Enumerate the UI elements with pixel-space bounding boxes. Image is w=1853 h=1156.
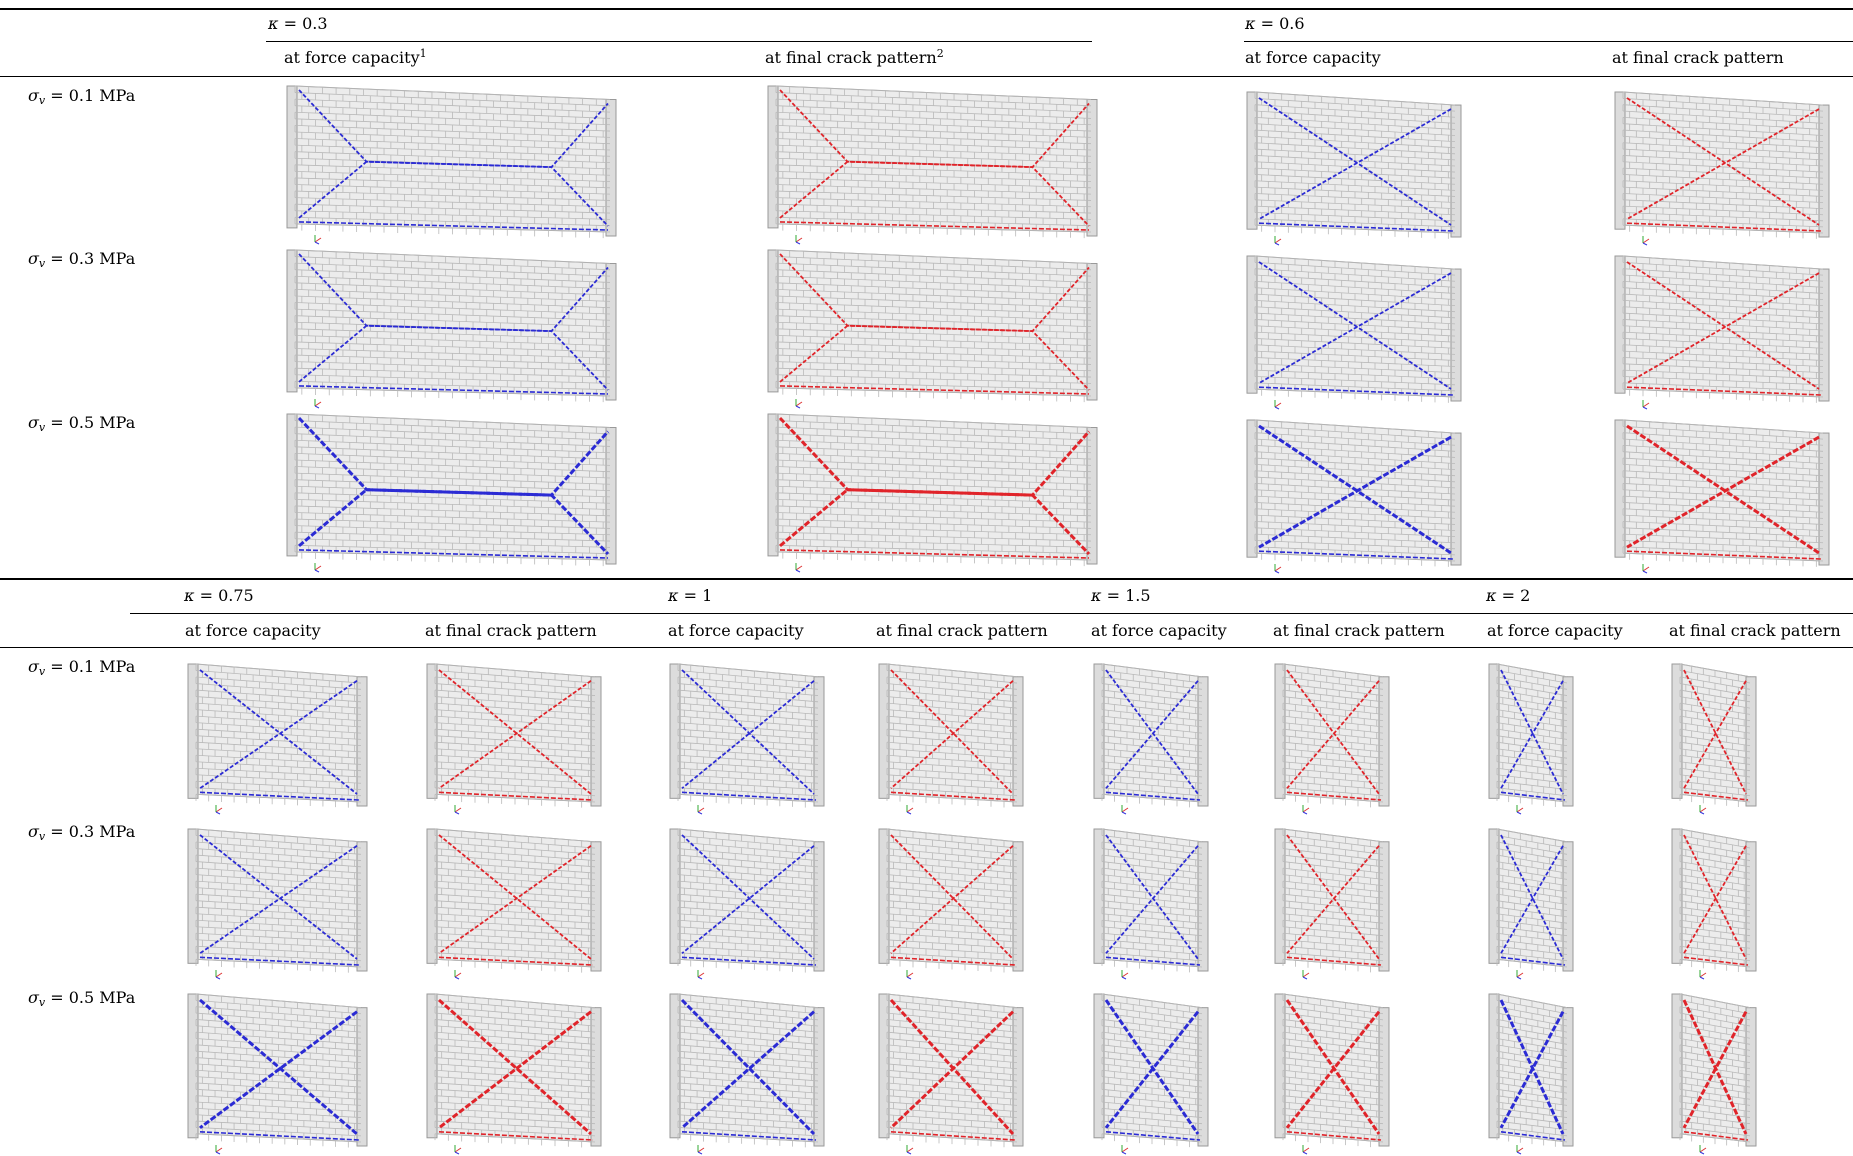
final-crack-wall-image	[425, 660, 609, 816]
col-header-force-capacity: at force capacity	[1487, 621, 1623, 641]
final-crack-wall-image	[1613, 252, 1837, 411]
col-header-force-capacity: at force capacity	[668, 621, 804, 641]
kappa-1-header: κ = 1	[668, 586, 712, 606]
row-label-sigma: σv = 0.5 MPa	[28, 413, 135, 433]
force-capacity-wall-image	[186, 825, 375, 981]
force-capacity-wall-image	[1487, 825, 1581, 981]
final-crack-wall-image	[425, 825, 609, 981]
bottom-kappa-underline	[130, 613, 1853, 614]
col-header-final-crack: at final crack pattern	[1612, 48, 1784, 68]
kappa-2-header: κ = 2	[1486, 586, 1530, 606]
kappa-0.6-header: κ = 0.6	[1245, 14, 1305, 34]
force-capacity-wall-image	[1245, 252, 1469, 411]
force-capacity-wall-image	[1487, 990, 1581, 1156]
force-capacity-wall-image	[668, 825, 832, 981]
final-crack-wall-image	[877, 825, 1031, 981]
final-crack-wall-image	[877, 990, 1031, 1156]
kappa-0.6-underline	[1244, 41, 1853, 42]
force-capacity-wall-image	[186, 660, 375, 816]
final-crack-wall-image	[1670, 825, 1764, 981]
force-capacity-wall-image	[668, 990, 832, 1156]
kappa-0.3-header: κ = 0.3	[268, 14, 328, 34]
final-crack-wall-image	[425, 990, 609, 1156]
row-label-sigma: σv = 0.5 MPa	[28, 988, 135, 1008]
final-crack-wall-image	[1613, 416, 1837, 575]
force-capacity-wall-image	[668, 660, 832, 816]
section-divider-rule	[0, 578, 1853, 580]
kappa-0.75-header: κ = 0.75	[184, 586, 254, 606]
col-header-final-crack: at final crack pattern	[1669, 621, 1841, 641]
col-header-final-crack: at final crack pattern	[425, 621, 597, 641]
top-rule	[0, 8, 1853, 10]
header-bottom-rule-bottom	[0, 647, 1853, 648]
force-capacity-wall-image	[1245, 416, 1469, 575]
row-label-sigma: σv = 0.3 MPa	[28, 822, 135, 842]
final-crack-wall-image	[766, 82, 1105, 246]
col-header-force-capacity: at force capacity	[1091, 621, 1227, 641]
header-bottom-rule-top	[0, 76, 1853, 77]
col-header-force-capacity: at force capacity	[185, 621, 321, 641]
col-header-force-capacity: at force capacity1	[284, 48, 427, 68]
force-capacity-wall-image	[186, 990, 375, 1156]
final-crack-wall-image	[1613, 88, 1837, 247]
col-header-final-crack: at final crack pattern	[1273, 621, 1445, 641]
force-capacity-wall-image	[1092, 990, 1216, 1156]
kappa-1.5-header: κ = 1.5	[1091, 586, 1151, 606]
col-header-force-capacity: at force capacity	[1245, 48, 1381, 68]
force-capacity-wall-image	[1245, 88, 1469, 247]
col-header-final-crack: at final crack pattern	[876, 621, 1048, 641]
row-label-sigma: σv = 0.1 MPa	[28, 657, 135, 677]
final-crack-wall-image	[1670, 660, 1764, 816]
force-capacity-wall-image	[285, 82, 624, 246]
final-crack-wall-image	[1273, 825, 1397, 981]
kappa-0.3-underline	[266, 41, 1092, 42]
final-crack-wall-image	[1670, 990, 1764, 1156]
force-capacity-wall-image	[285, 246, 624, 410]
force-capacity-wall-image	[1487, 660, 1581, 816]
row-label-sigma: σv = 0.1 MPa	[28, 86, 135, 106]
final-crack-wall-image	[1273, 660, 1397, 816]
final-crack-wall-image	[766, 410, 1105, 574]
col-header-final-crack: at final crack pattern2	[765, 48, 944, 68]
force-capacity-wall-image	[285, 410, 624, 574]
final-crack-wall-image	[766, 246, 1105, 410]
force-capacity-wall-image	[1092, 660, 1216, 816]
force-capacity-wall-image	[1092, 825, 1216, 981]
final-crack-wall-image	[877, 660, 1031, 816]
row-label-sigma: σv = 0.3 MPa	[28, 249, 135, 269]
final-crack-wall-image	[1273, 990, 1397, 1156]
